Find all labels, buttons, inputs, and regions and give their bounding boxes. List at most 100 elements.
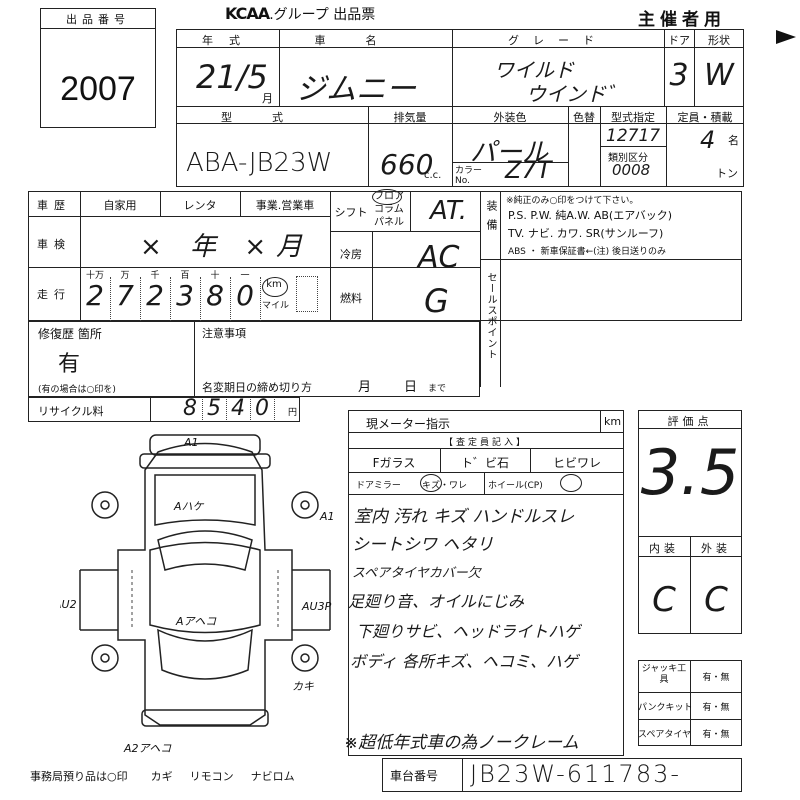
mileage-digit: 0 xyxy=(236,279,254,312)
type-designation-value: 12717 xyxy=(606,126,661,146)
col-line xyxy=(368,106,369,187)
mileage-digit: 3 xyxy=(176,279,194,312)
until-label: まで xyxy=(428,384,447,394)
form-title: .グループ 出品票 xyxy=(269,7,376,23)
category-value: 0008 xyxy=(612,161,651,179)
spare-tire-yes-no[interactable]: 有・無 xyxy=(702,730,730,740)
day-label: 日 xyxy=(404,380,418,395)
note-line-6: ボディ 各所キズ、ヘコミ、ハゲ xyxy=(350,652,578,671)
windshield xyxy=(157,530,253,571)
rear-window xyxy=(157,628,253,680)
col-line xyxy=(160,191,161,216)
col-line xyxy=(480,191,481,387)
col-line xyxy=(410,191,411,231)
remote-option[interactable]: リモコン xyxy=(189,770,234,783)
shift-option-column[interactable]: コラム xyxy=(374,204,404,215)
hub-rear-left xyxy=(100,653,110,663)
col-line xyxy=(484,472,485,494)
doors-label: ドア xyxy=(668,34,690,47)
month-mark: 月 xyxy=(262,92,273,105)
col-line xyxy=(330,191,331,321)
exterior-value: C xyxy=(704,580,728,620)
color-no-value: Z7T xyxy=(505,156,552,184)
repair-note: (有の場合は○印を) xyxy=(38,385,116,395)
mark-a-heko: Aアヘコ xyxy=(175,615,217,628)
chip-label: ト゛ビ石 xyxy=(460,456,509,470)
note-line-2: シートシワ ヘタリ xyxy=(352,535,494,555)
recycle-digit: 5 xyxy=(207,396,221,421)
digit-label: 千 xyxy=(150,271,160,281)
digit-label: 万 xyxy=(120,271,130,281)
inspector-table xyxy=(348,410,624,756)
km-circle xyxy=(262,277,288,297)
row-line xyxy=(600,146,666,147)
category-label: 類別区分 xyxy=(608,153,648,164)
displacement-value: 660 xyxy=(380,148,434,181)
vehicle-info-table xyxy=(176,29,744,187)
score-label: 評価点 xyxy=(667,415,713,428)
row-line xyxy=(330,231,480,232)
digit-label: 十 xyxy=(210,271,220,281)
repair-label: 修復歴 箇所 xyxy=(38,327,102,341)
kcaa-logo: KCAA xyxy=(225,4,270,23)
mark-au3p: AU3P xyxy=(301,600,332,613)
color-no-label: カラーNo. xyxy=(455,166,483,186)
puncture-kit-label: パンクキット xyxy=(638,703,693,713)
recycle-digit: 4 xyxy=(231,396,245,421)
row-line xyxy=(176,106,744,107)
digit-sep xyxy=(226,399,227,420)
puncture-kit-yes-no[interactable]: 有・無 xyxy=(702,703,730,713)
history-label: 車歴 xyxy=(37,199,71,212)
row-line xyxy=(28,216,330,217)
col-line xyxy=(690,660,691,746)
row-line xyxy=(28,267,480,268)
jack-label: ジャッキ工具 xyxy=(641,664,687,685)
navi-option[interactable]: ナビロム xyxy=(250,770,295,783)
mileage-digit: 2 xyxy=(146,279,164,312)
title-bar: KCAA.グループ 出品票 xyxy=(225,4,555,24)
col-line xyxy=(372,231,373,321)
front-bumper xyxy=(139,453,271,469)
col-line xyxy=(240,191,241,216)
equipment-line2: TV. ナビ. カワ. SR(サンルーフ) xyxy=(508,227,664,240)
year-value: 21/5 xyxy=(196,58,268,96)
inspector-label: 【査定員記入】 xyxy=(443,438,528,448)
ton-unit: トン xyxy=(716,167,738,180)
equipment-line3: ABS ・ 新車保証書←(注) 後日送りのみ xyxy=(508,247,667,257)
name-change-label: 名変期日の締め切り方 xyxy=(202,381,312,394)
wheel-front-left xyxy=(91,491,119,519)
car-damage-diagram: A1 A1 Aハケ W1 AU2 Aアヘコ AU3P カキ A2アヘコ xyxy=(60,434,335,755)
col-line xyxy=(194,321,195,397)
lot-number: 2007 xyxy=(60,70,136,108)
front-spare-outline xyxy=(149,434,261,456)
doors-value: 3 xyxy=(669,58,689,93)
meter-label: 現メーター指示 xyxy=(366,417,451,431)
shift-label: シフト xyxy=(334,206,368,219)
displacement-unit: c.c. xyxy=(424,170,442,181)
shift-value: AT. xyxy=(430,196,467,226)
yen-label: 円 xyxy=(288,408,298,418)
color-value: パール xyxy=(470,138,549,168)
jack-yes-no[interactable]: 有・無 xyxy=(702,673,730,683)
row-line xyxy=(638,428,742,429)
equipment-line1: P.S. P.W. 純A.W. AB(エアバック) xyxy=(508,209,673,222)
body-type-label: 形状 xyxy=(708,34,730,47)
model-label: 型式 xyxy=(221,111,323,124)
key-option[interactable]: カギ xyxy=(150,770,173,783)
mark-a1-front: A1 xyxy=(183,436,199,449)
shift-option-panel[interactable]: パネル xyxy=(374,217,404,228)
km-label: km xyxy=(266,279,282,290)
private-use-option[interactable]: 自家用 xyxy=(103,199,137,212)
digit-sep xyxy=(202,399,203,420)
recycle-table xyxy=(28,397,300,422)
capacity-value: 4 xyxy=(700,126,716,154)
grade-value-line1: ワイルド xyxy=(494,58,574,82)
col-line xyxy=(279,29,280,106)
lot-number-label: 出品番号 xyxy=(66,13,130,26)
rental-option[interactable]: レンタ xyxy=(183,199,217,212)
note-line-5: 下廻りサビ、ヘッドライトハゲ xyxy=(356,622,581,641)
business-option[interactable]: 事業.営業車 xyxy=(255,199,315,212)
digit-sep xyxy=(260,277,261,321)
mile-box xyxy=(296,276,318,312)
digit-sep xyxy=(274,399,275,420)
